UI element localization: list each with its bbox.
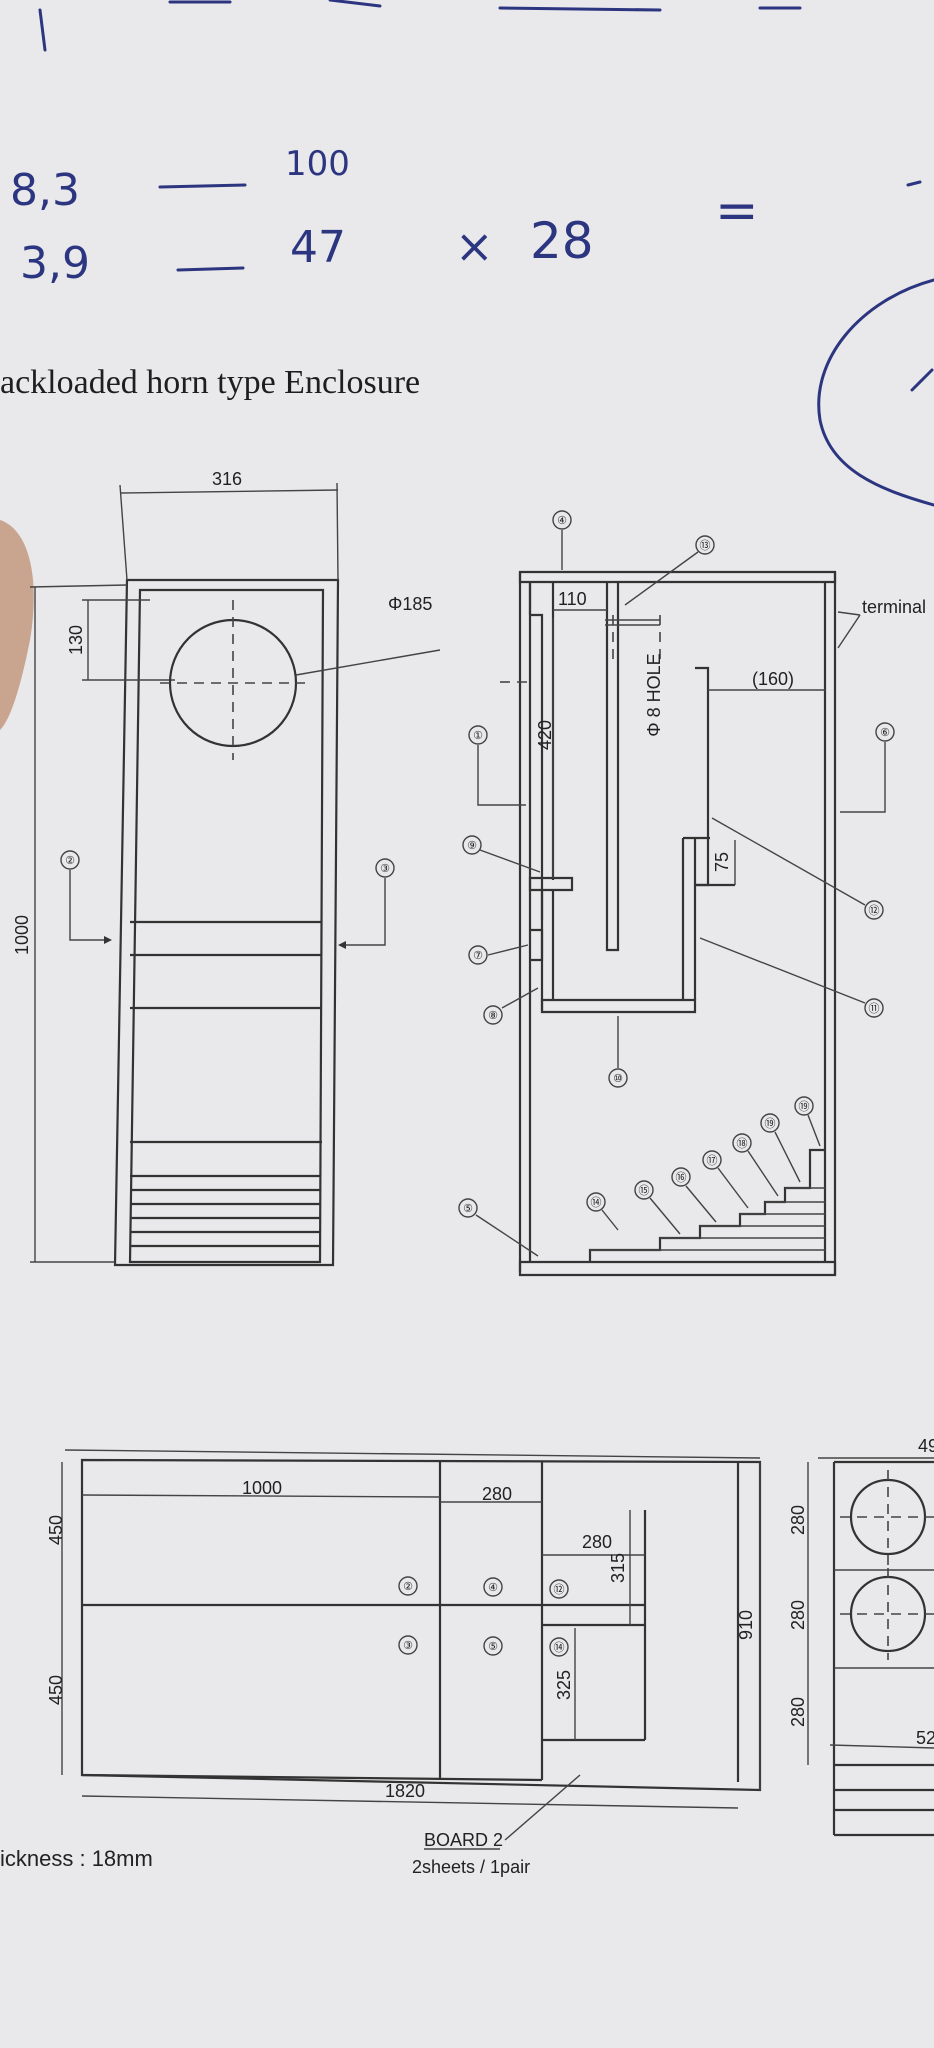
front-width-dim: 316 (212, 469, 242, 489)
side-hole-label: Φ 8 HOLE (644, 653, 664, 736)
board-dim-450-a: 450 (46, 1515, 66, 1545)
side-callout-10: ⑩ (613, 1073, 623, 1085)
board-label-12: ⑫ (554, 1583, 565, 1596)
side-dim-75: 75 (712, 852, 732, 872)
right-dim-280-3: 280 (788, 1697, 808, 1727)
side-callout-18: ⑱ (737, 1137, 748, 1150)
side-callout-5: ⑤ (463, 1203, 473, 1215)
front-height-dim: 1000 (12, 915, 32, 955)
side-callout-8: ⑧ (488, 1010, 498, 1022)
board-dim-280-a: 280 (482, 1484, 512, 1504)
front-view: 316 1000 130 Φ185 ② ③ (12, 469, 441, 1267)
side-callout-4: ④ (557, 515, 567, 527)
board-dim-280-b: 280 (582, 1532, 612, 1552)
handwritten-notes: 8,3 100 3,9 47 × 28 = (10, 0, 934, 507)
handwriting-line1-right: 100 (285, 144, 350, 184)
side-callout-1: ① (473, 730, 483, 742)
board-dim-1000: 1000 (242, 1478, 282, 1498)
board-label-4: ④ (488, 1582, 498, 1594)
front-hole-dia: Φ185 (388, 594, 432, 614)
page-title: ackloaded horn type Enclosure (0, 364, 420, 401)
board-dim-450-b: 450 (46, 1675, 66, 1705)
board-label-5: ⑤ (488, 1641, 498, 1653)
side-callout-17: ⑰ (707, 1154, 718, 1167)
board-qty: 2sheets / 1pair (412, 1857, 530, 1877)
side-callout-15: ⑮ (639, 1184, 650, 1197)
board-thickness: ickness : 18mm (0, 1846, 153, 1871)
side-callout-16: ⑯ (676, 1171, 687, 1184)
side-callout-9: ⑨ (467, 840, 477, 852)
handwriting-equals: = (715, 181, 759, 241)
side-dim-420: 420 (535, 720, 555, 750)
board-label-14: ⑭ (554, 1641, 565, 1654)
side-callout-13: ⑬ (700, 539, 711, 552)
board-label-2: ② (403, 1581, 413, 1593)
board-dim-910: 910 (736, 1610, 756, 1640)
handwriting-times: × (455, 219, 494, 273)
side-callout-6: ⑥ (880, 727, 890, 739)
right-dim-280-2: 280 (788, 1600, 808, 1630)
side-dim-110: 110 (558, 589, 587, 609)
handwriting-line2-mid: 47 (290, 222, 346, 273)
side-callout-12: ⑫ (869, 904, 880, 917)
side-view: 110 420 (160) 75 Φ 8 HOLE terminal ① ④ ⑬… (458, 510, 926, 1277)
finger-shadow (0, 520, 34, 730)
handwriting-line1-left: 8,3 (10, 165, 80, 216)
side-terminal-label: terminal (862, 597, 926, 617)
handwriting-line2-left: 3,9 (20, 238, 90, 289)
board-dim-1820: 1820 (385, 1781, 425, 1801)
side-callout-19b: ⑲ (799, 1100, 810, 1113)
right-board: 49 280 280 280 52 (788, 1436, 934, 1837)
board-name: BOARD 2 (424, 1830, 503, 1850)
front-callout-2: ② (65, 855, 75, 867)
front-callout-3: ③ (380, 863, 390, 875)
board-label-3: ③ (403, 1640, 413, 1652)
front-offset-dim: 130 (66, 625, 86, 655)
board-dim-325: 325 (554, 1670, 574, 1700)
side-dim-160: (160) (752, 669, 794, 689)
side-callout-19: ⑲ (765, 1117, 776, 1130)
side-callout-7: ⑦ (473, 950, 483, 962)
board-dim-315: 315 (608, 1553, 628, 1583)
right-dim-bottom: 52 (916, 1728, 934, 1748)
right-dim-280-1: 280 (788, 1505, 808, 1535)
board-layout: 1000 280 280 450 450 315 325 910 1820 ② … (0, 1449, 762, 1877)
side-callout-11: ⑪ (869, 1002, 880, 1015)
side-callout-14: ⑭ (591, 1196, 602, 1209)
handwriting-line2-right: 28 (530, 212, 594, 270)
right-dim-top: 49 (918, 1436, 934, 1456)
